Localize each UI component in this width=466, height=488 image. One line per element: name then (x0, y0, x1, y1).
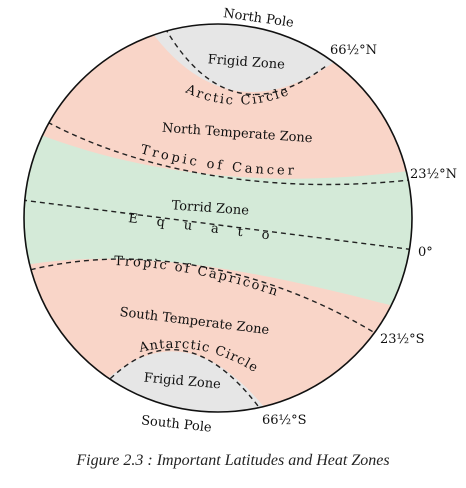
latitude-zero-label: 0° (418, 245, 433, 260)
arctic-circle-line (164, 27, 327, 96)
latitude-23-north-label: 23½°N (410, 167, 457, 182)
tropic-of-cancer-line (39, 117, 411, 186)
south-pole-label: South Pole (140, 413, 212, 435)
torrid-zone (24, 118, 412, 325)
equator-line (24, 199, 412, 251)
latitude-66-south-label: 66½°S (262, 413, 307, 428)
tropic-of-capricorn-line (24, 258, 376, 334)
torrid-zone-label: Torrid Zone (171, 198, 250, 218)
south-frigid-zone (90, 351, 268, 412)
latitude-66-north-label: 66½°N (330, 43, 377, 58)
frigid-zone-south-label: Frigid Zone (143, 371, 222, 393)
globe-outline (23, 23, 413, 413)
frigid-zone-north-label: Frigid Zone (207, 52, 285, 72)
latitude-23-south-label: 23½°S (380, 332, 425, 347)
antarctic-circle-line (103, 349, 259, 407)
figure-caption: Figure 2.3 : Important Latitudes and Hea… (76, 452, 390, 469)
north-frigid-zone (150, 24, 340, 93)
